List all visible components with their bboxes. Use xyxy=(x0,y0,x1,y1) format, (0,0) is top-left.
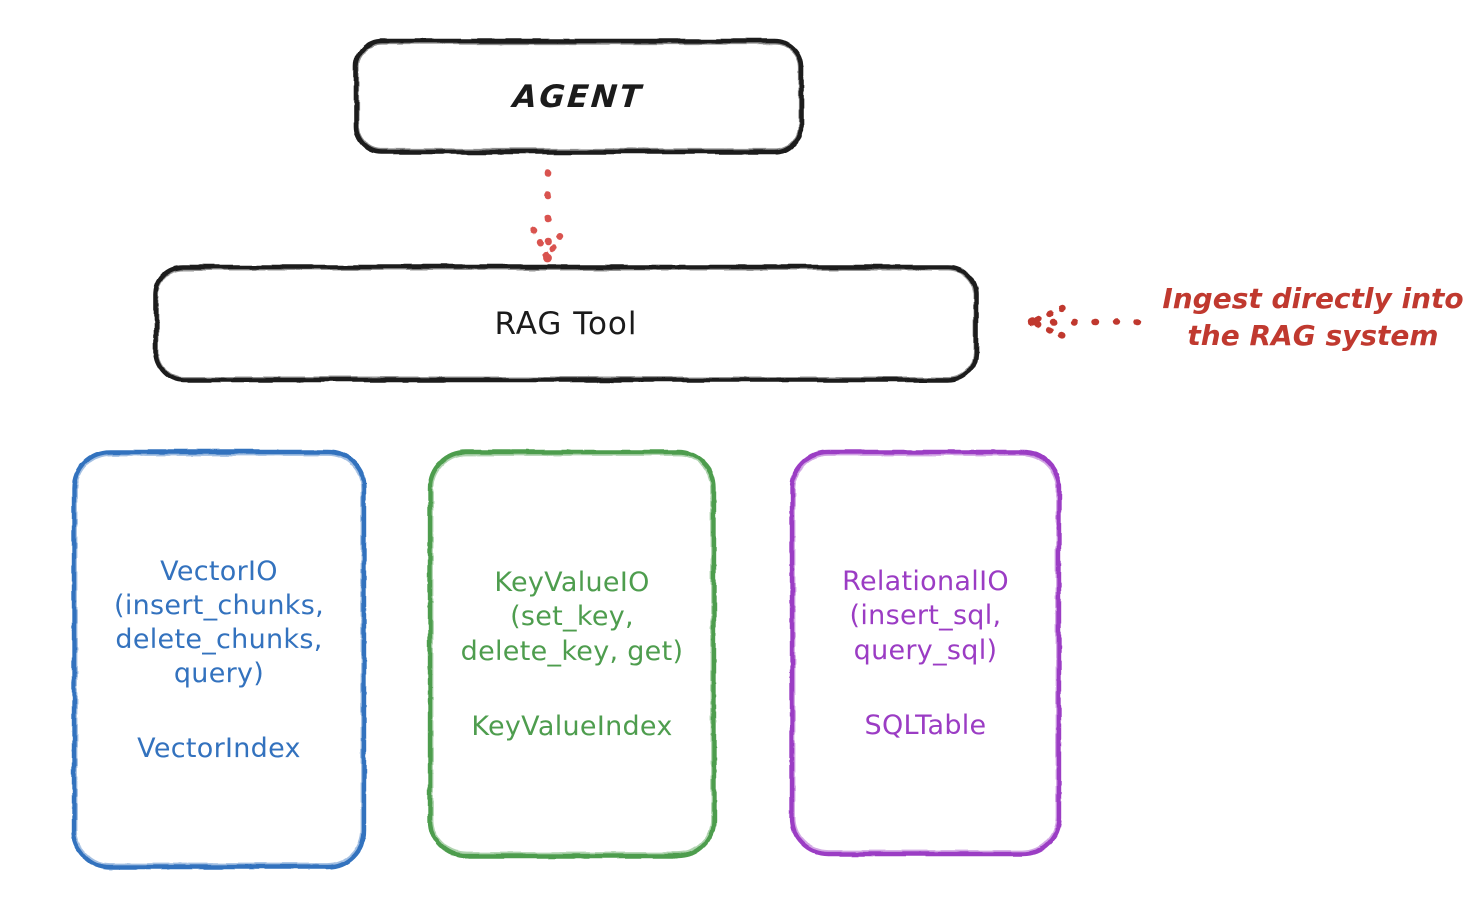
vector-io-index-label: VectorIndex xyxy=(137,733,301,765)
relational-io-box-outline xyxy=(789,449,1062,857)
agent-box-outline xyxy=(353,38,804,155)
annotation-to-rag-tool-connector xyxy=(1027,304,1142,340)
key-value-io-box-outline xyxy=(427,449,717,859)
vector-io-node[interactable]: VectorIO (insert_chunks, delete_chunks, … xyxy=(72,450,366,869)
agent-node[interactable]: AGENT xyxy=(355,40,802,153)
vector-io-box-outline xyxy=(71,449,367,870)
key-value-io-api-label: KeyValueIO (set_key, delete_key, get) xyxy=(460,567,684,667)
vector-io-api-label: VectorIO (insert_chunks, delete_chunks, … xyxy=(114,555,324,690)
rag-tool-label: RAG Tool xyxy=(494,305,638,342)
relational-io-api-label: RelationalIO (insert_sql, query_sql) xyxy=(842,566,1009,666)
relational-io-index-label: SQLTable xyxy=(864,709,987,741)
rag-tool-node[interactable]: RAG Tool xyxy=(155,266,977,381)
rag-tool-box-outline xyxy=(153,264,979,383)
agent-label: AGENT xyxy=(511,78,646,115)
key-value-io-node[interactable]: KeyValueIO (set_key, delete_key, get) Ke… xyxy=(428,450,716,858)
relational-io-node[interactable]: RelationalIO (insert_sql, query_sql) SQL… xyxy=(790,450,1061,856)
key-value-io-index-label: KeyValueIndex xyxy=(471,710,673,742)
agent-to-rag-tool-connector xyxy=(529,168,567,263)
ingest-annotation-text: Ingest directly into the RAG system xyxy=(1162,282,1464,352)
